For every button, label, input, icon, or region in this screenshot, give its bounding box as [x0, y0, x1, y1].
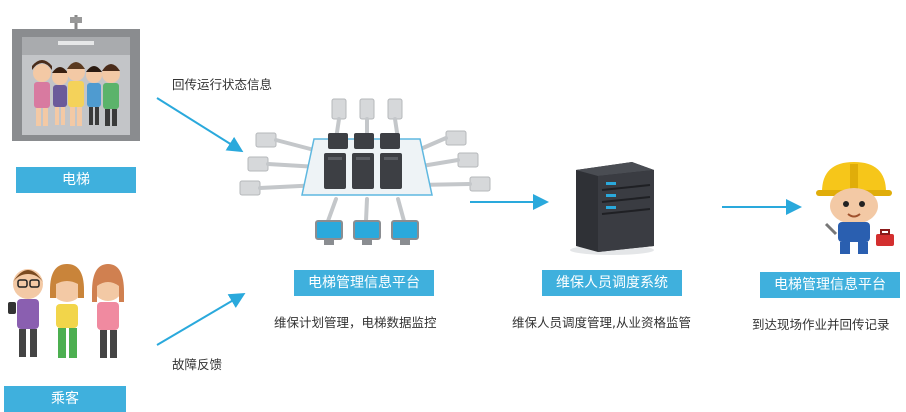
elevator-illustration — [12, 15, 140, 141]
edge-label-passenger: 故障反馈 — [172, 357, 223, 372]
dispatch-caption: 维保人员调度管理,从业资格监管 — [512, 315, 691, 330]
passenger-label: 乘客 — [4, 386, 126, 412]
passenger-illustration — [8, 264, 124, 358]
worker-caption: 到达现场作业并回传记录 — [752, 317, 890, 332]
platform-label: 电梯管理信息平台 — [294, 270, 434, 296]
worker-label: 电梯管理信息平台 — [760, 272, 900, 298]
elevator-label: 电梯 — [16, 167, 136, 193]
dispatch-server-illustration — [570, 162, 654, 255]
worker-illustration — [816, 162, 894, 254]
arrow-passenger-to-platform — [156, 292, 246, 346]
edge-label-elevator: 回传运行状态信息 — [172, 77, 273, 92]
dispatch-label: 维保人员调度系统 — [542, 270, 682, 296]
platform-network-illustration — [239, 98, 491, 245]
platform-caption: 维保计划管理，电梯数据监控 — [274, 315, 437, 330]
arrow-elevator-to-platform — [156, 97, 244, 153]
